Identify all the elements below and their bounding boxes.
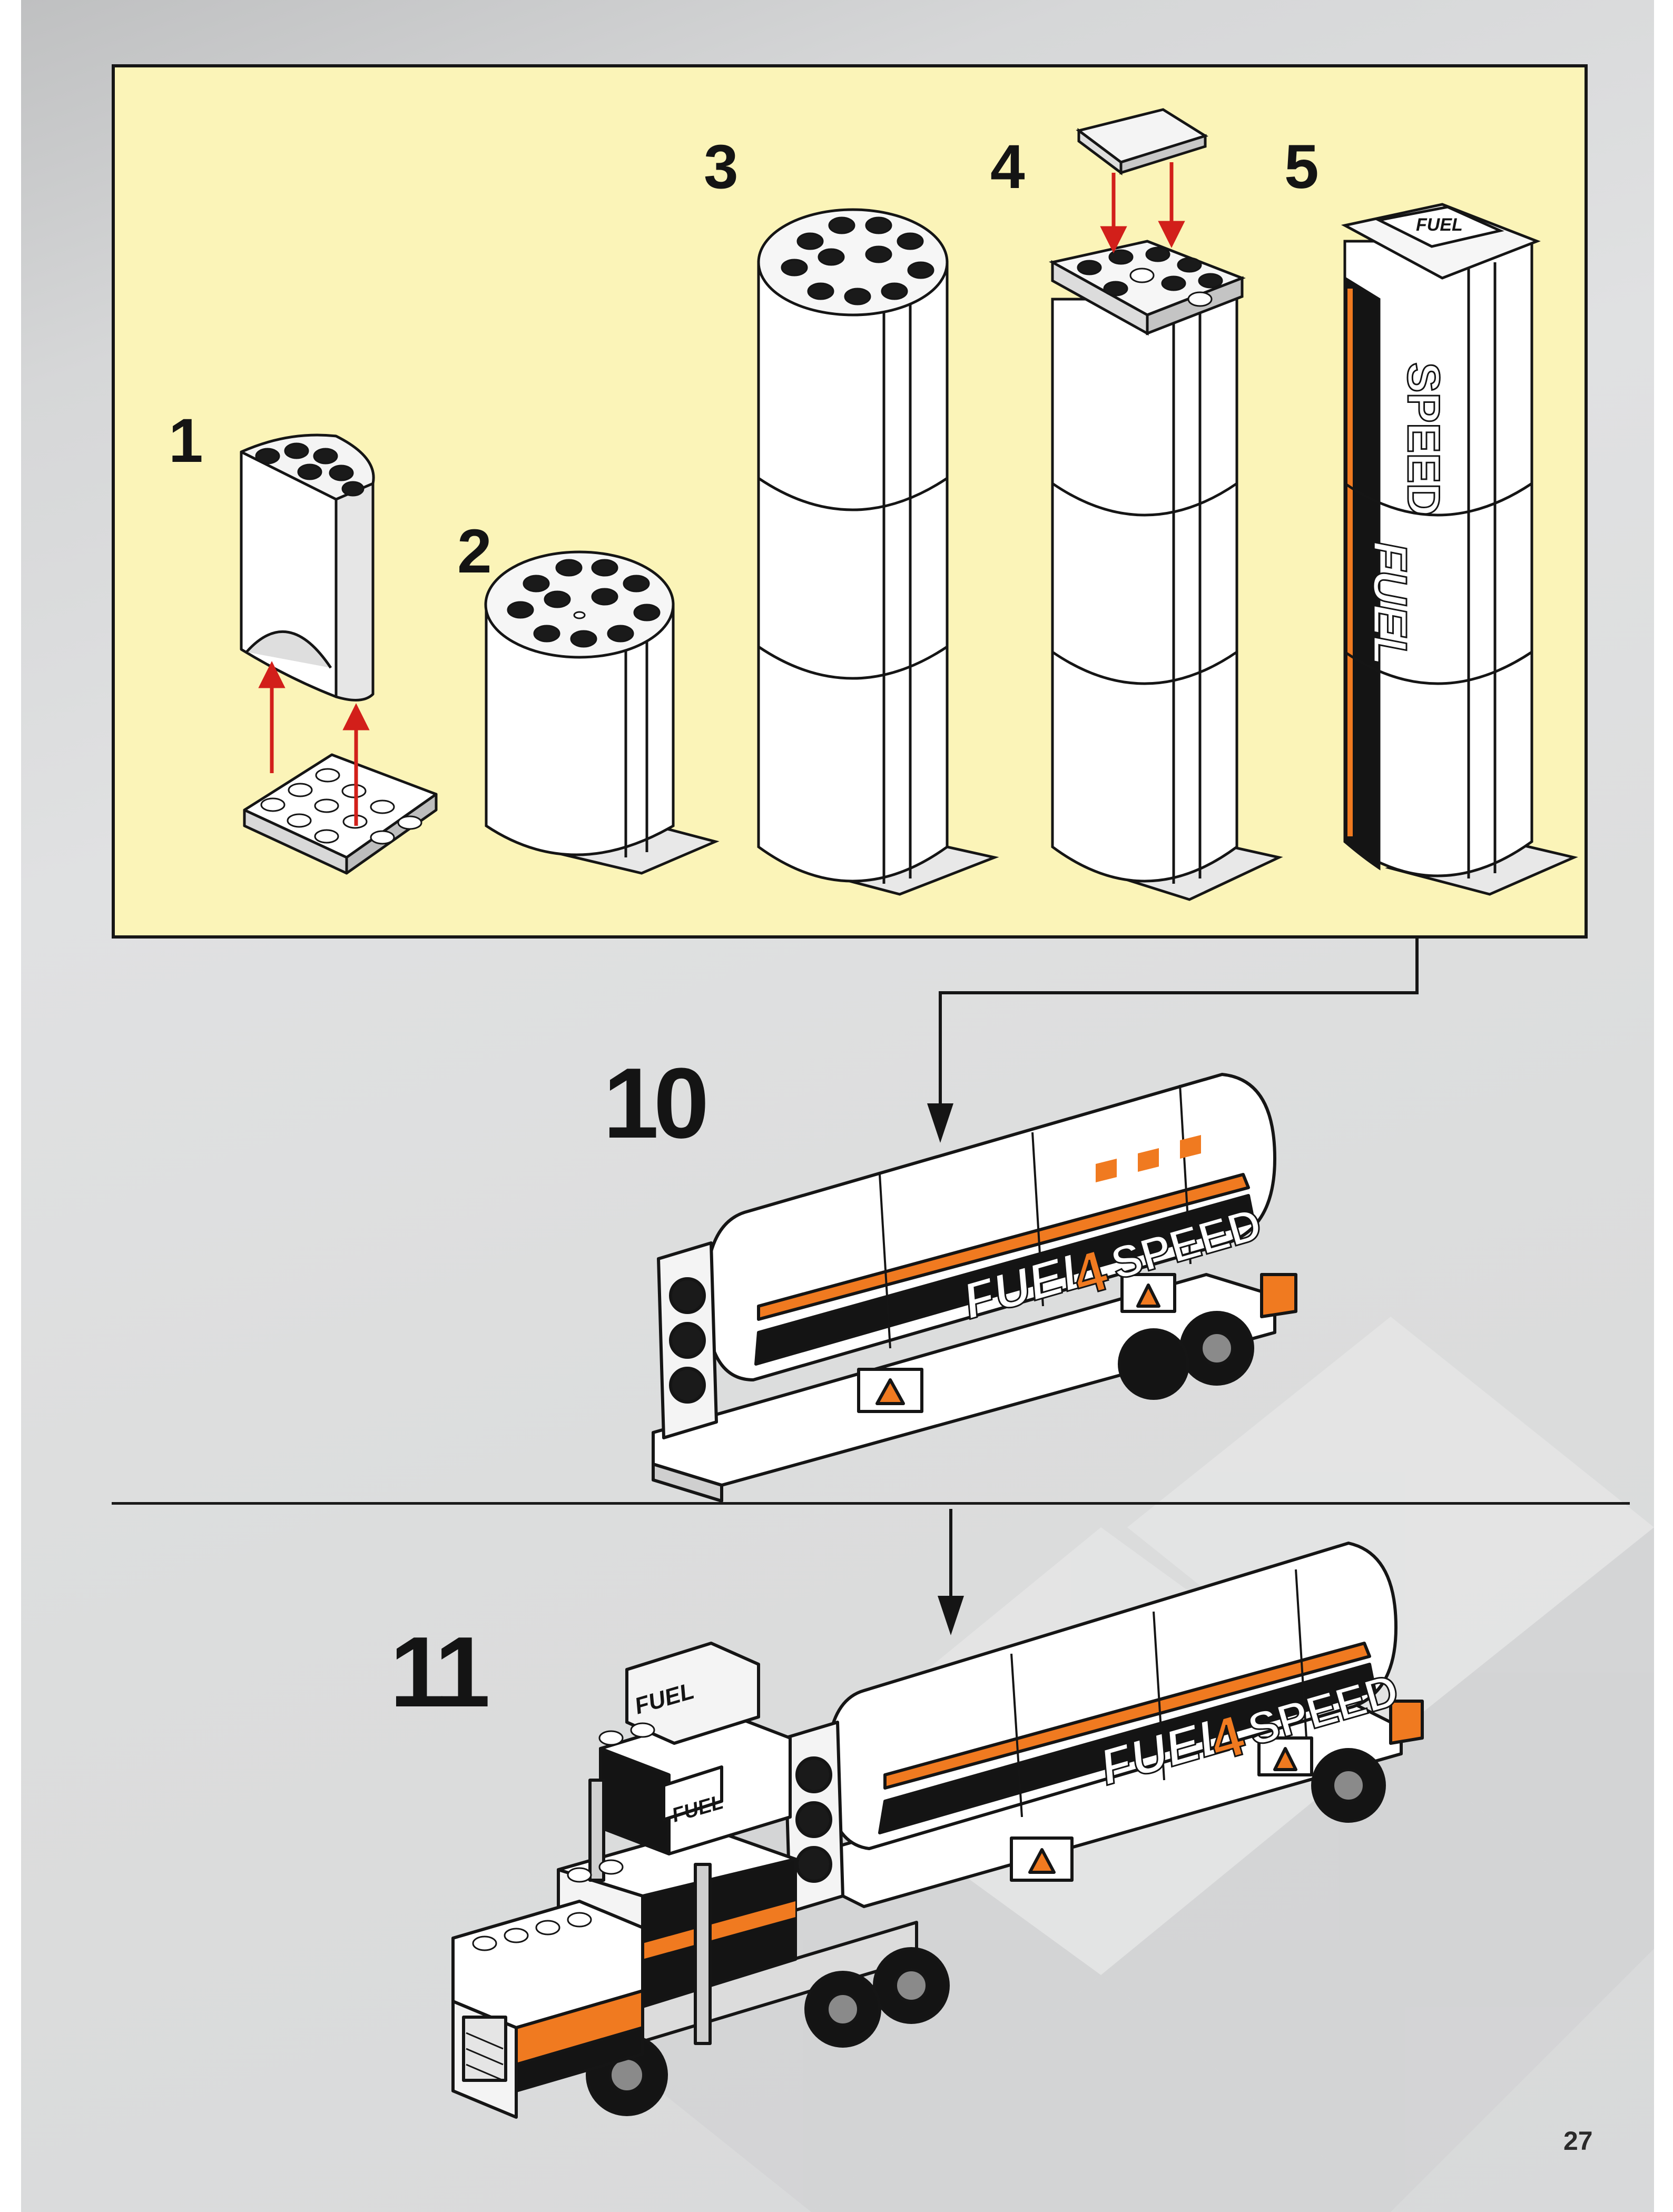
substep-4-art xyxy=(1049,108,1283,901)
substep-5-fuel-decal: FUEL xyxy=(1363,541,1416,665)
substep-4-number: 4 xyxy=(990,132,1025,202)
panel-connector-arrow xyxy=(927,939,1419,1635)
step-divider xyxy=(112,1502,1630,1505)
page-number: 27 xyxy=(1563,2126,1593,2156)
substep-2-number: 2 xyxy=(457,517,492,586)
substep-3-number: 3 xyxy=(704,132,739,202)
substep-5-speed-decal: SPEED xyxy=(1398,362,1449,516)
step-11-truck-with-trailer: FUEL 4 SPEED FUEL FUEL xyxy=(451,1542,1424,2119)
substep-panel: 1 2 3 4 5 xyxy=(112,64,1588,939)
step-10-number: 10 xyxy=(603,1048,709,1159)
substep-2-art xyxy=(484,550,720,875)
substep-1-number: 1 xyxy=(169,406,203,476)
instruction-page: 1 2 3 4 5 xyxy=(21,0,1654,2212)
substep-3-art xyxy=(757,208,999,896)
step-11-arrow xyxy=(938,1596,964,1635)
substep-5-decal-text: FUEL xyxy=(1416,215,1463,235)
step-11-number: 11 xyxy=(390,1616,490,1728)
substep-5-art: FUEL SPEED FUEL xyxy=(1341,203,1578,896)
substep-5-number: 5 xyxy=(1284,132,1319,202)
step-10-trailer: FUEL 4 SPEED xyxy=(652,1073,1297,1503)
substep-1-art xyxy=(240,433,438,875)
